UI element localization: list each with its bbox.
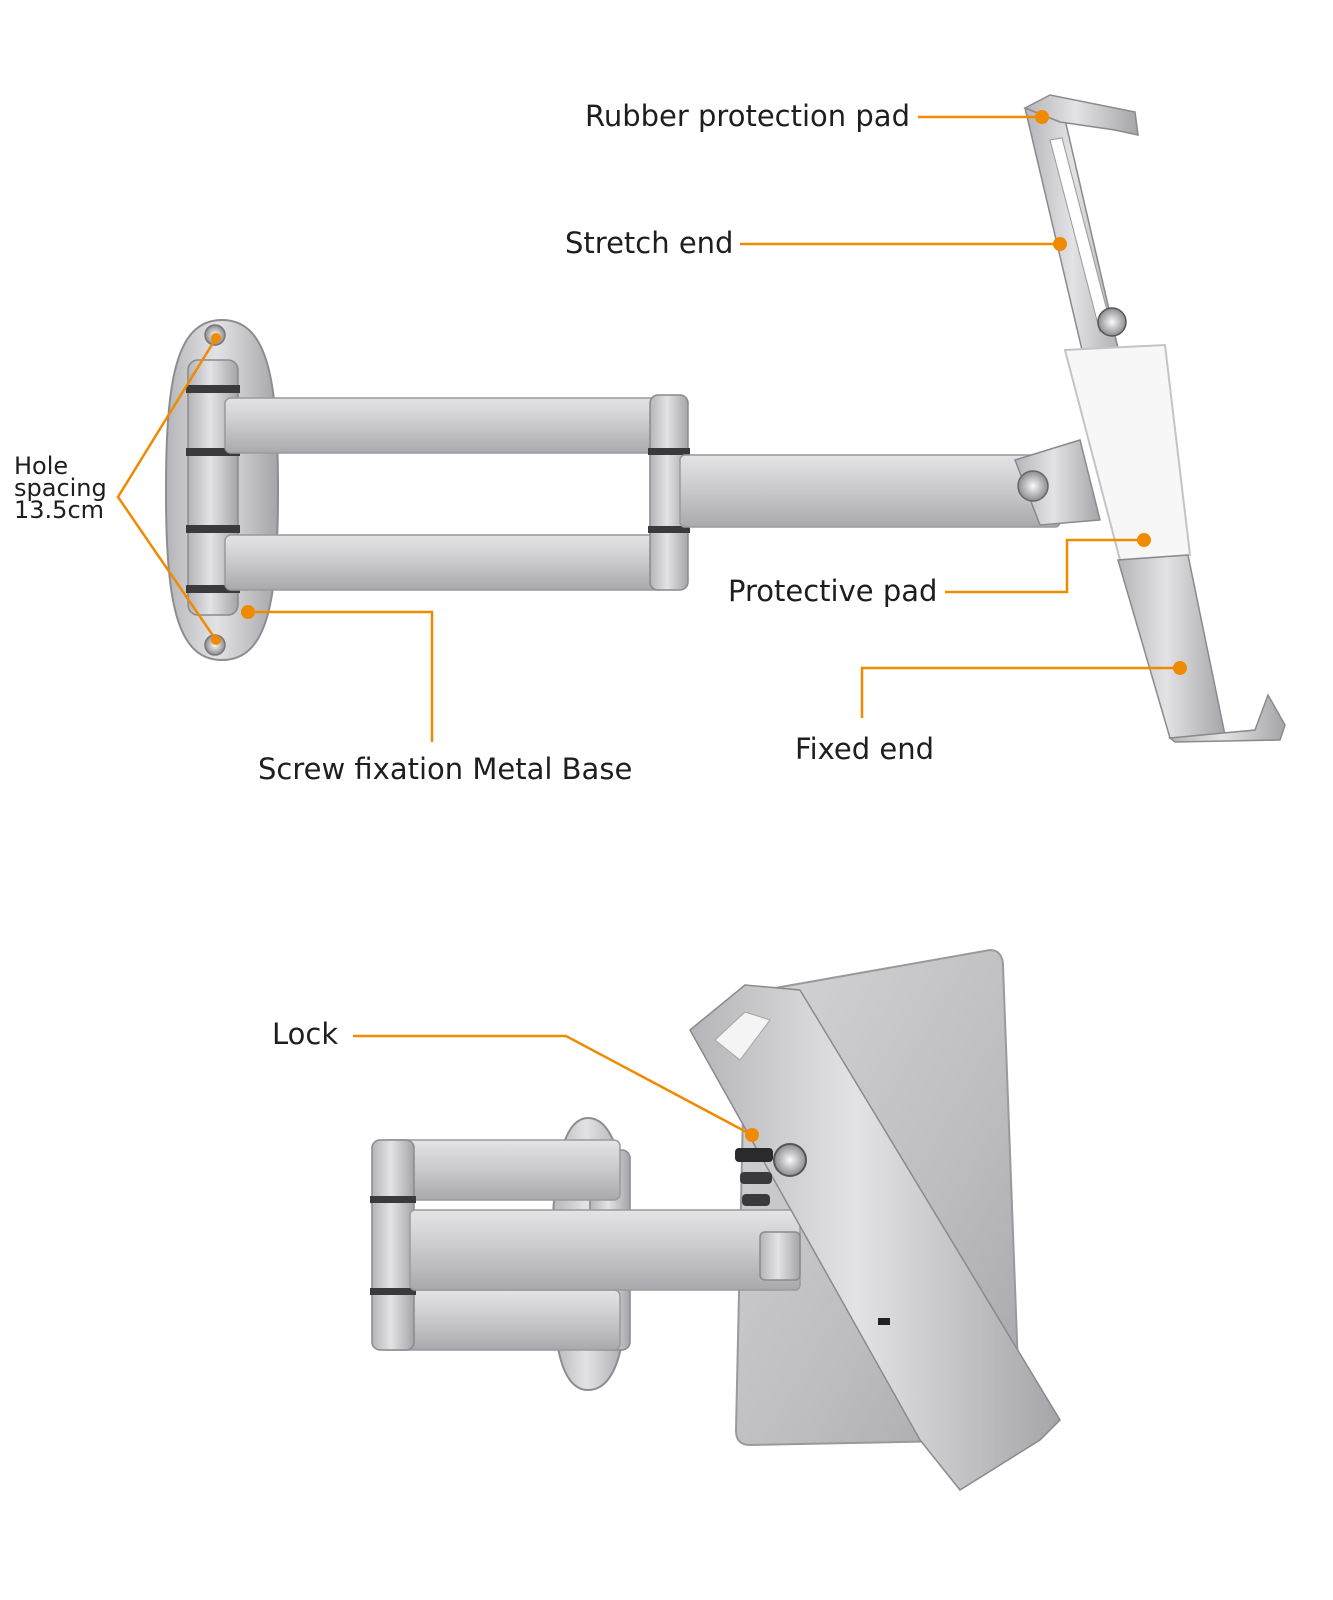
callout-dot: [1053, 237, 1067, 251]
elbow-ring: [648, 448, 690, 455]
callout-dots: [211, 110, 1187, 675]
lower-arm-2: [379, 1289, 621, 1351]
callout-dot: [211, 635, 221, 645]
forearm-joint-2: [759, 1231, 801, 1281]
label-fixed-end: Fixed end: [795, 732, 934, 766]
holder-knob: [1097, 307, 1127, 337]
lock-cylinder: [773, 1143, 807, 1177]
holder-top-hook: [1023, 94, 1139, 136]
callout-line-lock: [353, 1034, 753, 1137]
holder-2-slot: [714, 1011, 771, 1061]
lock-key: [742, 1194, 770, 1206]
callout-dot: [1173, 661, 1187, 675]
callout-dot: [745, 1128, 759, 1142]
bottom-mounted-tablet: [370, 948, 1061, 1491]
callout-line-fixed-end: [860, 666, 1180, 718]
callout-dot: [211, 333, 221, 343]
label-hole-line-3: 13.5cm: [14, 496, 105, 524]
label-rubber-protection-pad: Rubber protection pad: [585, 99, 910, 133]
upper-arm-2: [379, 1139, 621, 1201]
holder-fixed-bar: [1117, 554, 1226, 739]
swivel-bolt: [1017, 470, 1049, 502]
callout-line-protective-pad: [945, 538, 1142, 594]
bottom-callouts: [353, 1034, 759, 1142]
forearm: [679, 454, 1061, 528]
elbow-2: [371, 1139, 415, 1351]
callout-dot: [1137, 533, 1151, 547]
holder-bottom-hook: [1168, 693, 1286, 743]
holder-2: [689, 984, 1061, 1491]
label-lock: Lock: [272, 1017, 339, 1051]
callout-line-metal-base: [248, 610, 434, 742]
label-hole-spacing: Hole spacing 13.5cm: [14, 452, 107, 524]
elbow-ring: [648, 526, 690, 533]
lock-key: [735, 1148, 773, 1162]
elbow-ring-2: [370, 1288, 416, 1295]
callout-dot: [241, 605, 255, 619]
holder-white-clamp: [1063, 343, 1192, 562]
label-protective-pad: Protective pad: [728, 574, 938, 608]
label-hole-line-1: Hole: [14, 452, 69, 480]
top-callouts: [116, 115, 1180, 742]
label-screw-fixation-metal-base: Screw fixation Metal Base: [258, 752, 633, 786]
hinge-ring: [186, 385, 240, 393]
forearm-2: [409, 1209, 801, 1291]
label-stretch-end: Stretch end: [565, 226, 734, 260]
callout-line-hole-spacing: [116, 337, 218, 641]
top-wall-mount-arm: [164, 94, 1286, 743]
hinge-ring: [186, 525, 240, 533]
holder-slot-mark: [878, 1318, 890, 1325]
upper-arm: [224, 397, 666, 454]
hinge-ring: [186, 448, 240, 456]
callout-dot: [1035, 110, 1049, 124]
lower-arm: [224, 534, 666, 591]
swivel-joint: [1014, 439, 1101, 526]
hinge-ring: [186, 585, 240, 593]
lock-key: [740, 1172, 772, 1184]
elbow-ring-2: [370, 1196, 416, 1203]
label-hole-line-2: spacing: [14, 474, 107, 502]
